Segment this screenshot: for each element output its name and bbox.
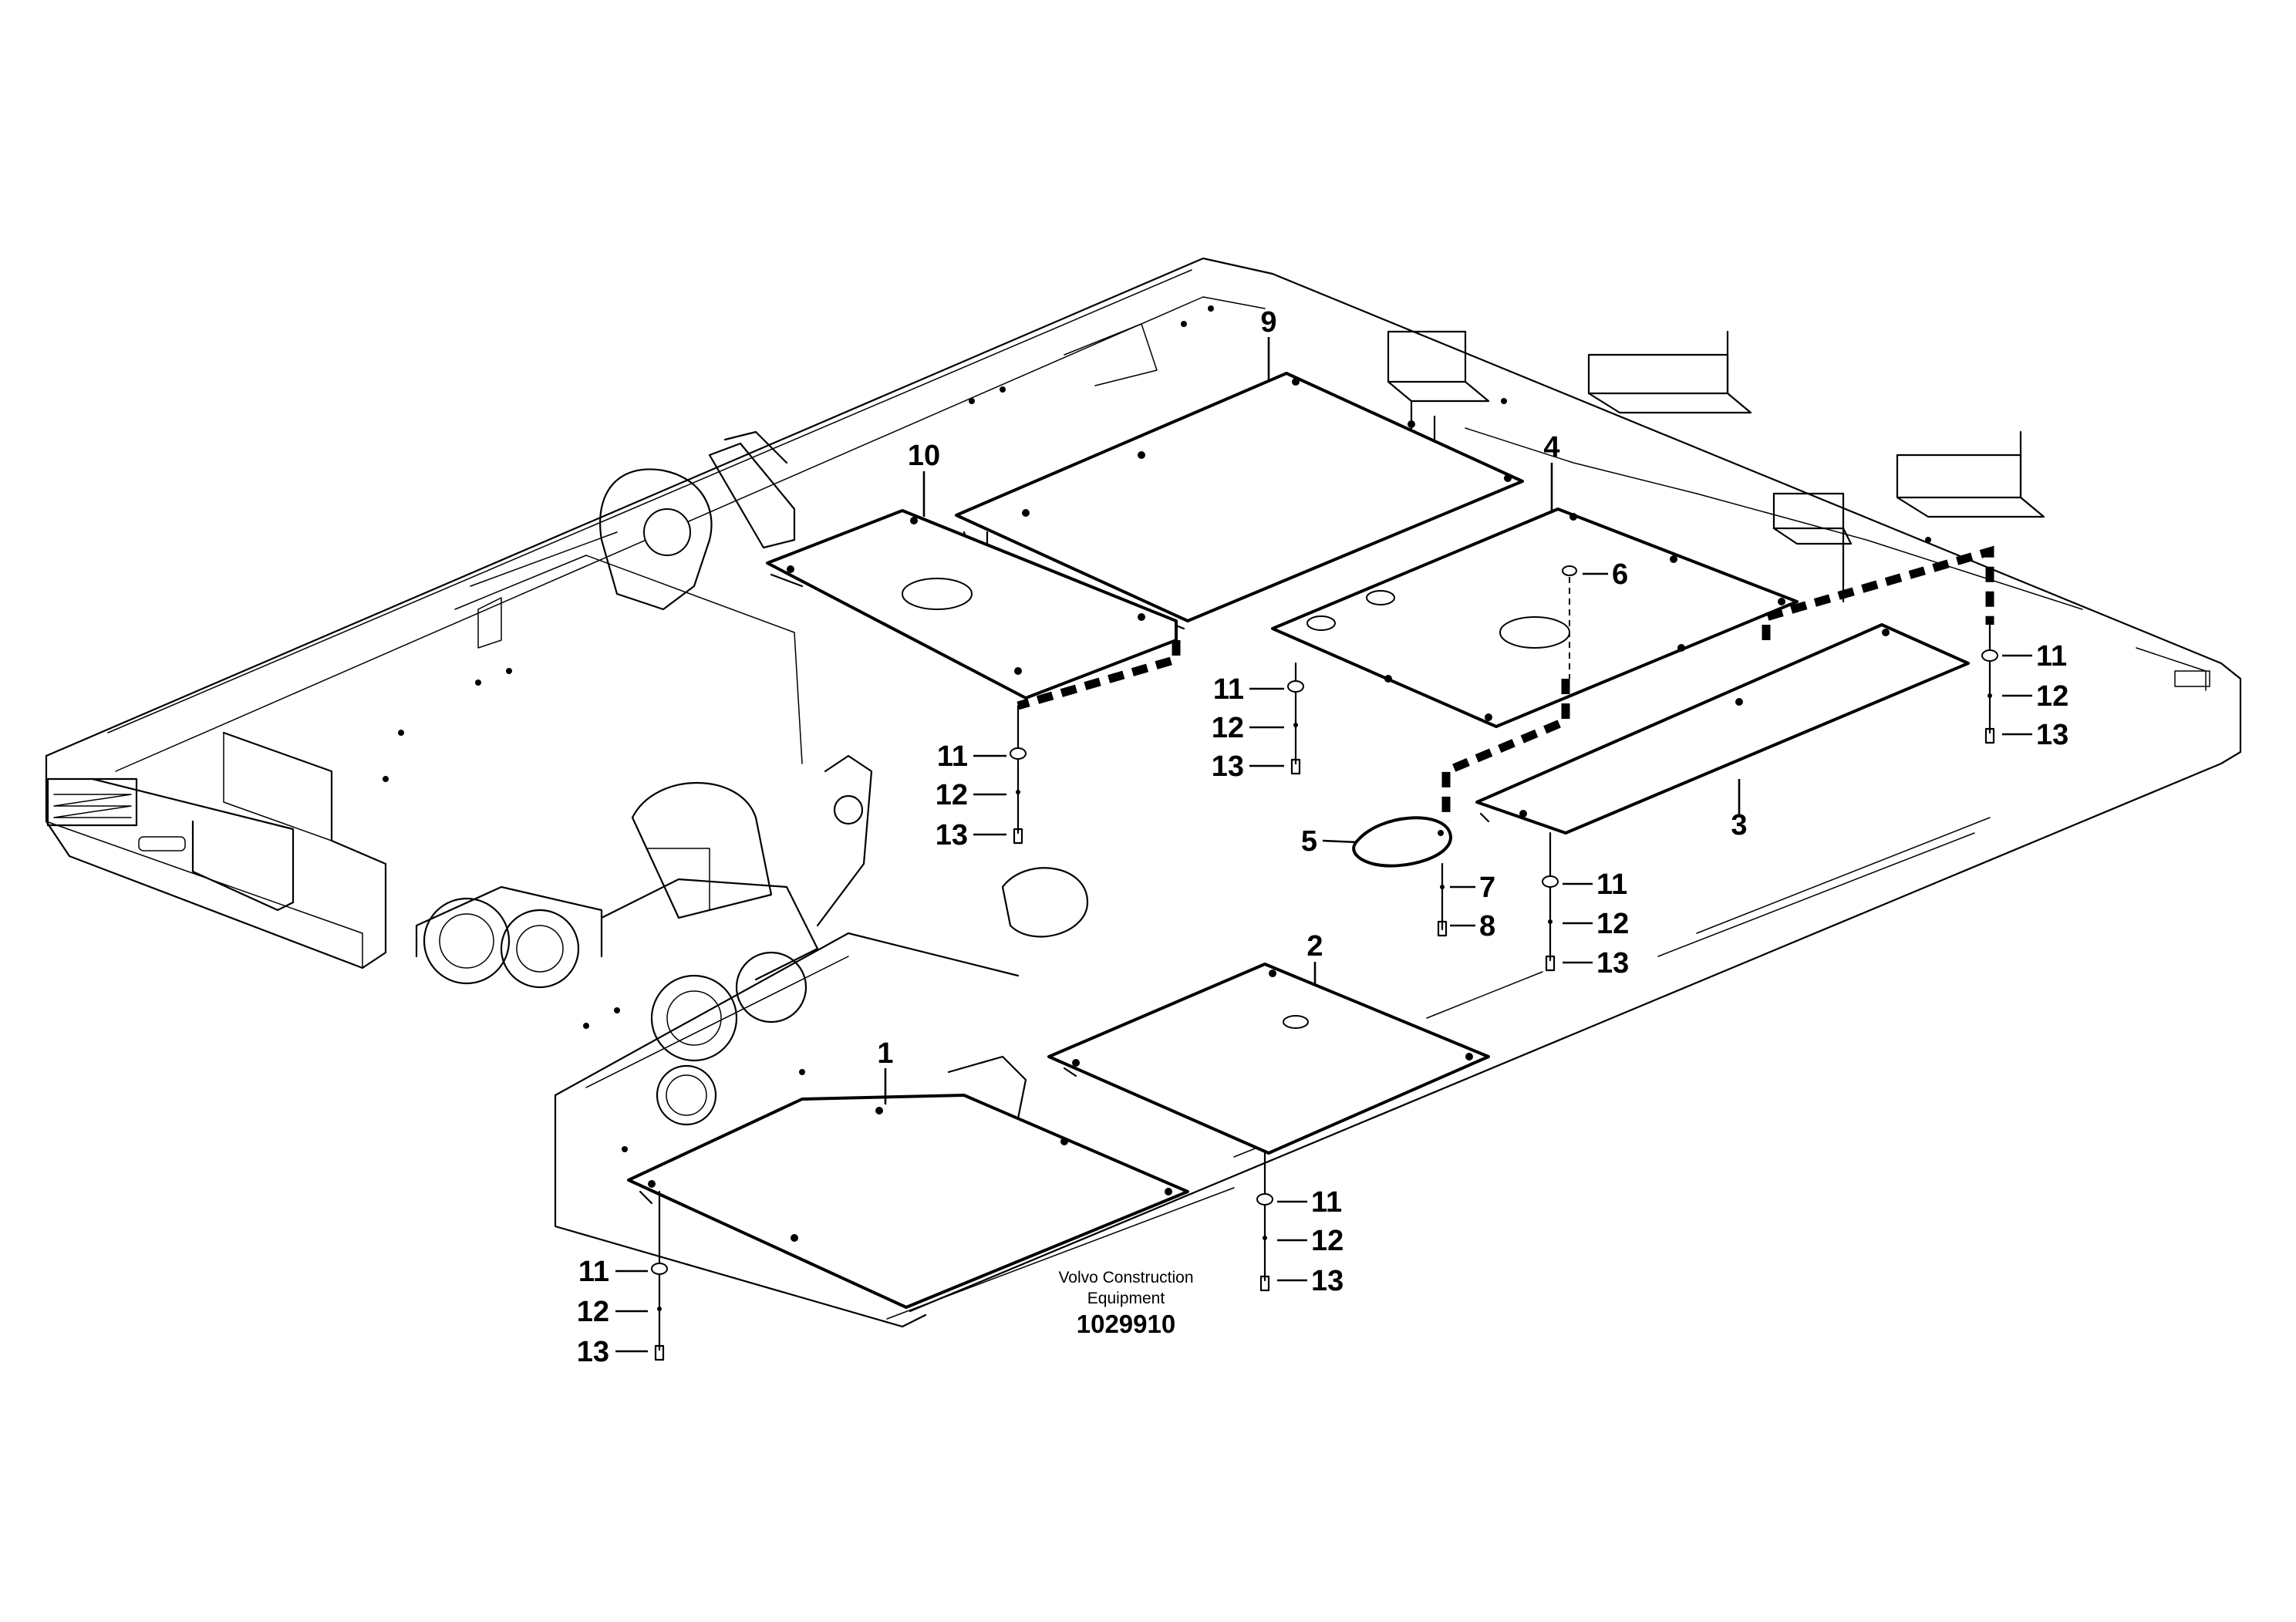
fastener-path-plate-3	[1762, 545, 1994, 640]
callout-9: 9	[1260, 306, 1276, 339]
callout-13: 13	[1212, 750, 1244, 783]
callout-12: 12	[936, 779, 968, 811]
callout-13: 13	[577, 1336, 609, 1368]
callout-11: 11	[2036, 640, 2067, 673]
drawing-number: 1029910	[1076, 1310, 1176, 1338]
callout-11: 11	[578, 1256, 609, 1288]
callout-5: 5	[1301, 825, 1317, 858]
company-name: Volvo Construction Equipment	[1058, 1269, 1194, 1307]
fastener-stack-cover-5	[1437, 862, 1448, 937]
callout-13: 13	[2036, 719, 2068, 751]
callout-12: 12	[1212, 712, 1244, 744]
callout-labels: 10 9 4 6 3 2 1 5 7 8 11 12 13 11 12 13 1…	[577, 306, 2069, 1368]
fastener-stack-e	[1256, 1152, 1273, 1292]
cover-plate-4	[1271, 508, 1799, 728]
callout-13: 13	[1311, 1265, 1344, 1297]
fastener-path-plate-10	[1017, 640, 1181, 710]
cover-plate-1	[627, 1094, 1189, 1309]
fastener-stack-d	[1542, 831, 1559, 972]
callout-12: 12	[577, 1296, 609, 1328]
callout-12: 12	[1596, 908, 1629, 940]
fastener-plate-4-top	[1562, 565, 1577, 679]
callout-11: 11	[1311, 1186, 1342, 1219]
cover-plate-2	[1047, 963, 1490, 1155]
cover-plate-10	[766, 509, 1178, 700]
callout-6: 6	[1612, 558, 1628, 591]
callout-8: 8	[1479, 910, 1495, 943]
callout-7: 7	[1479, 872, 1495, 904]
fastener-path-plate-4	[1441, 679, 1570, 821]
callout-1: 1	[877, 1037, 893, 1070]
fastener-stack-a	[1010, 704, 1027, 845]
fastener-stack-f	[651, 1190, 668, 1361]
callout-4: 4	[1543, 431, 1559, 464]
cover-plate-5	[1352, 816, 1452, 868]
callout-leaders	[615, 337, 2032, 1353]
callout-12: 12	[1311, 1225, 1344, 1257]
upper-frame	[45, 257, 2242, 1328]
callout-12: 12	[2036, 680, 2068, 713]
callout-11: 11	[937, 740, 968, 773]
fastener-stack-b	[1287, 662, 1304, 775]
callout-10: 10	[908, 440, 940, 472]
callout-3: 3	[1731, 809, 1747, 841]
callout-11: 11	[1213, 673, 1244, 706]
callout-11: 11	[1596, 868, 1627, 901]
callout-13: 13	[1596, 947, 1629, 980]
callout-13: 13	[936, 819, 968, 851]
cover-plate-3	[1475, 623, 1970, 835]
callout-2: 2	[1306, 930, 1323, 963]
fastener-stack-c	[1981, 623, 1998, 744]
